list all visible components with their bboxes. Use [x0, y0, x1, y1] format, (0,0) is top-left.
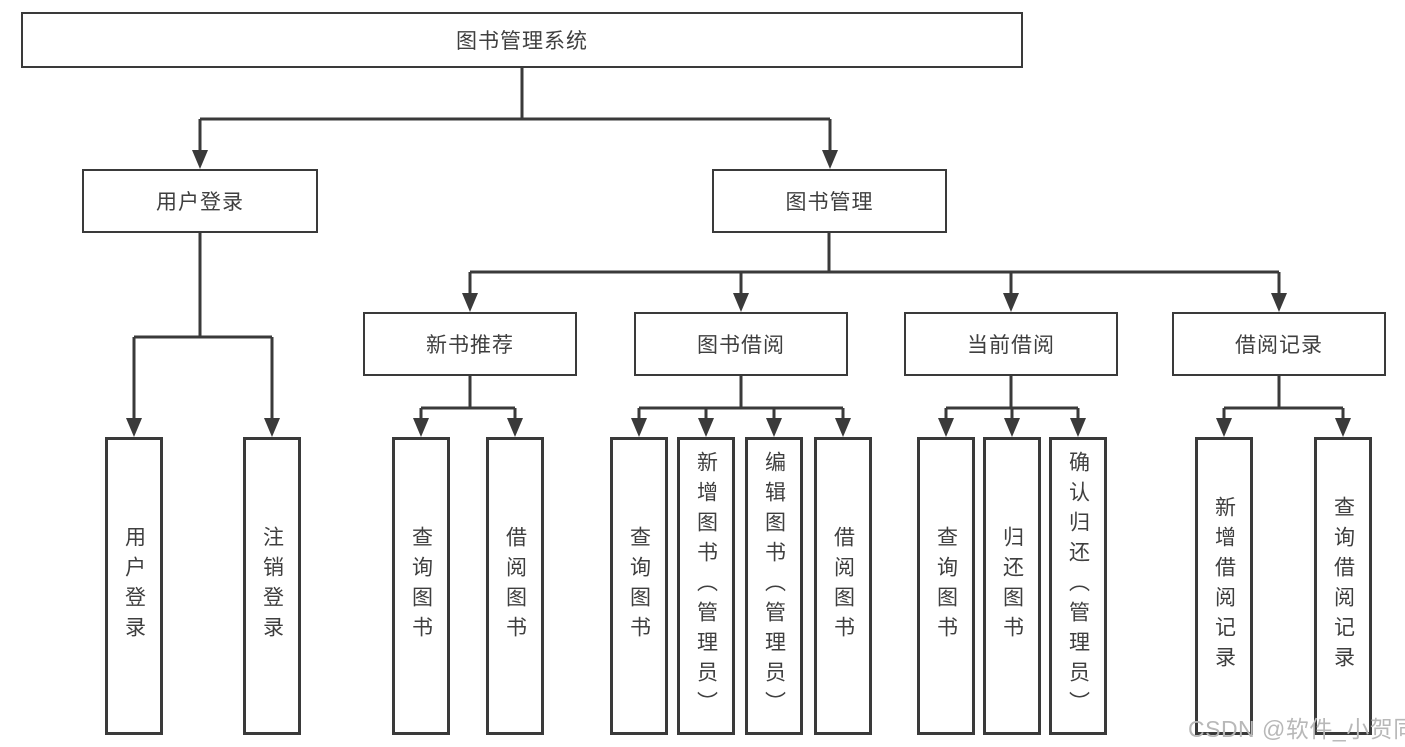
arrowhead	[507, 418, 523, 437]
arrowhead	[1271, 293, 1287, 312]
connector-user-login-children	[126, 233, 280, 437]
leaf-query-book-1: 查询图书	[392, 437, 450, 735]
node-book-management: 图书管理	[712, 169, 947, 233]
connector-current-borrow-children	[938, 376, 1086, 437]
leaf-query-book-2: 查询图书	[610, 437, 668, 735]
arrowhead	[462, 293, 478, 312]
connector-book-management-groups	[462, 233, 1287, 312]
node-root-system: 图书管理系统	[21, 12, 1023, 68]
arrowhead	[413, 418, 429, 437]
leaf-confirm-return-admin: 确认归还（管理员）	[1049, 437, 1107, 735]
node-current-borrow: 当前借阅	[904, 312, 1118, 376]
arrowhead	[1003, 293, 1019, 312]
arrowhead	[631, 418, 647, 437]
arrowhead	[733, 293, 749, 312]
arrowhead	[126, 418, 142, 437]
arrowhead	[1335, 418, 1351, 437]
leaf-query-book-3: 查询图书	[917, 437, 975, 735]
leaf-edit-book-admin: 编辑图书（管理员）	[745, 437, 803, 735]
connector-book-borrow-children	[631, 376, 851, 437]
arrowhead	[938, 418, 954, 437]
arrowhead	[766, 418, 782, 437]
leaf-query-borrow-record: 查询借阅记录	[1314, 437, 1372, 735]
leaf-add-book-admin: 新增图书（管理员）	[677, 437, 735, 735]
csdn-watermark: CSDN @软件_小贺同学	[1188, 716, 1405, 742]
arrowhead	[1216, 418, 1232, 437]
leaf-borrow-book-1: 借阅图书	[486, 437, 544, 735]
leaf-logout: 注销登录	[243, 437, 301, 735]
connector-borrow-record-children	[1216, 376, 1351, 437]
arrowhead	[1070, 418, 1086, 437]
arrowhead	[822, 150, 838, 169]
arrowhead	[835, 418, 851, 437]
connector-root-to-branches	[192, 68, 838, 169]
leaf-borrow-book-2: 借阅图书	[814, 437, 872, 735]
leaf-add-borrow-record: 新增借阅记录	[1195, 437, 1253, 735]
arrowhead	[264, 418, 280, 437]
node-user-login: 用户登录	[82, 169, 318, 233]
arrowhead	[192, 150, 208, 169]
node-book-borrow: 图书借阅	[634, 312, 848, 376]
arrowhead	[1004, 418, 1020, 437]
leaf-user-login: 用户登录	[105, 437, 163, 735]
connector-new-book-children	[413, 376, 523, 437]
node-new-book-recommend: 新书推荐	[363, 312, 577, 376]
arrowhead	[698, 418, 714, 437]
leaf-return-book: 归还图书	[983, 437, 1041, 735]
node-borrow-record: 借阅记录	[1172, 312, 1386, 376]
